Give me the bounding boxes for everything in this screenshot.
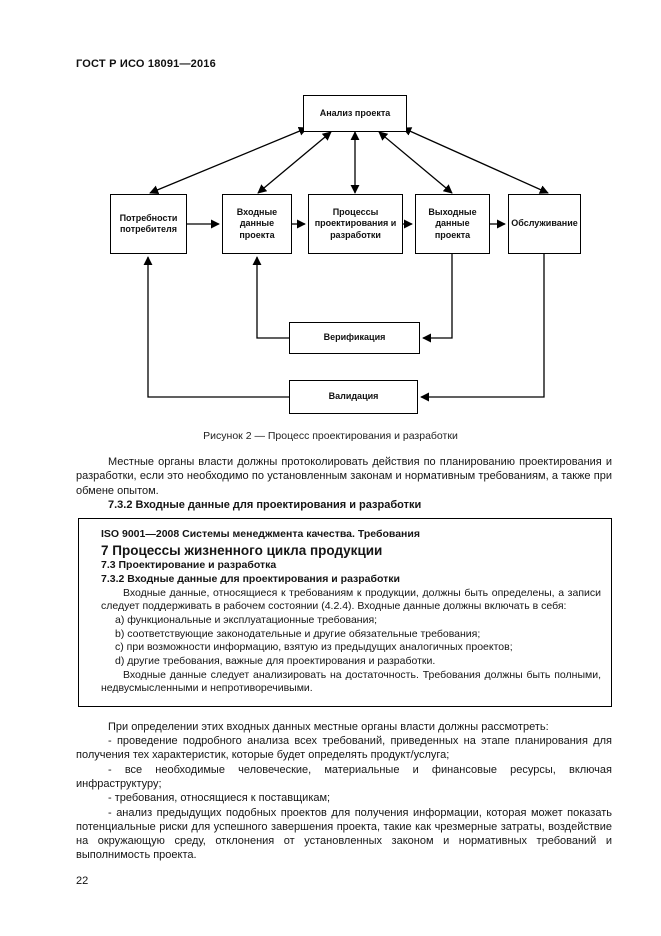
flow-box-validation: Валидация [289, 380, 418, 414]
flow-box-analysis: Анализ проекта [303, 95, 407, 132]
body-paragraph: Местные органы власти должны протоколиро… [76, 456, 612, 497]
quote-title: ISO 9001—2008 Системы менеджмента качест… [101, 528, 420, 541]
section-heading-732: 7.3.2 Входные данные для проектирования … [108, 498, 422, 511]
bullet-item: - все необходимые человеческие, материал… [76, 763, 612, 790]
quote-list-item-d: d) другие требования, важные для проекти… [115, 654, 436, 667]
body-section-2: При определении этих входных данных мест… [0, 720, 661, 863]
body-paragraph: При определении этих входных данных мест… [108, 720, 549, 733]
quote-paragraph: Входные данные следует анализировать на … [101, 668, 601, 695]
standard-quote-box: ISO 9001—2008 Системы менеджмента качест… [78, 518, 612, 707]
quote-section-73: 7.3 Проектирование и разработка [101, 559, 277, 572]
quote-section-732: 7.3.2 Входные данные для проектирования … [101, 573, 400, 586]
flow-box-outputs: Выходные данные проекта [415, 194, 490, 254]
quote-list-item-a: a) функциональные и эксплуатационные тре… [115, 613, 378, 626]
figure-caption: Рисунок 2 — Процесс проектирования и раз… [203, 430, 458, 442]
page-number: 22 [76, 875, 89, 887]
flow-box-verification: Верификация [289, 322, 420, 354]
flow-arrows [143, 126, 549, 402]
flow-box-needs: Потребности потребителя [110, 194, 187, 254]
flow-arrow-lines [143, 126, 549, 402]
quote-list-item-c: c) при возможности информацию, взятую из… [115, 641, 513, 654]
quote-list-item-b: b) соответствующие законодательные и дру… [115, 627, 481, 640]
flow-box-processes: Процессы проектирования и разработки [308, 194, 403, 254]
quote-section-7: 7 Процессы жизненного цикла продукции [101, 542, 383, 558]
flow-box-inputs: Входные данные проекта [222, 194, 292, 254]
bullet-item: - анализ предыдущих подобных проектов дл… [76, 806, 612, 862]
bullet-item: - требования, относящиеся к поставщикам; [108, 792, 331, 805]
document-header: ГОСТ Р ИСО 18091—2016 [76, 58, 216, 70]
flow-box-service: Обслуживание [508, 194, 581, 254]
bullet-item: - проведение подробного анализа всех тре… [76, 735, 612, 762]
body-section-1: Местные органы власти должны протоколиро… [0, 455, 661, 512]
figure-diagram: Анализ проекта Потребности потребителя В… [0, 92, 661, 422]
quote-paragraph: Входные данные, относящиеся к требования… [101, 586, 601, 613]
